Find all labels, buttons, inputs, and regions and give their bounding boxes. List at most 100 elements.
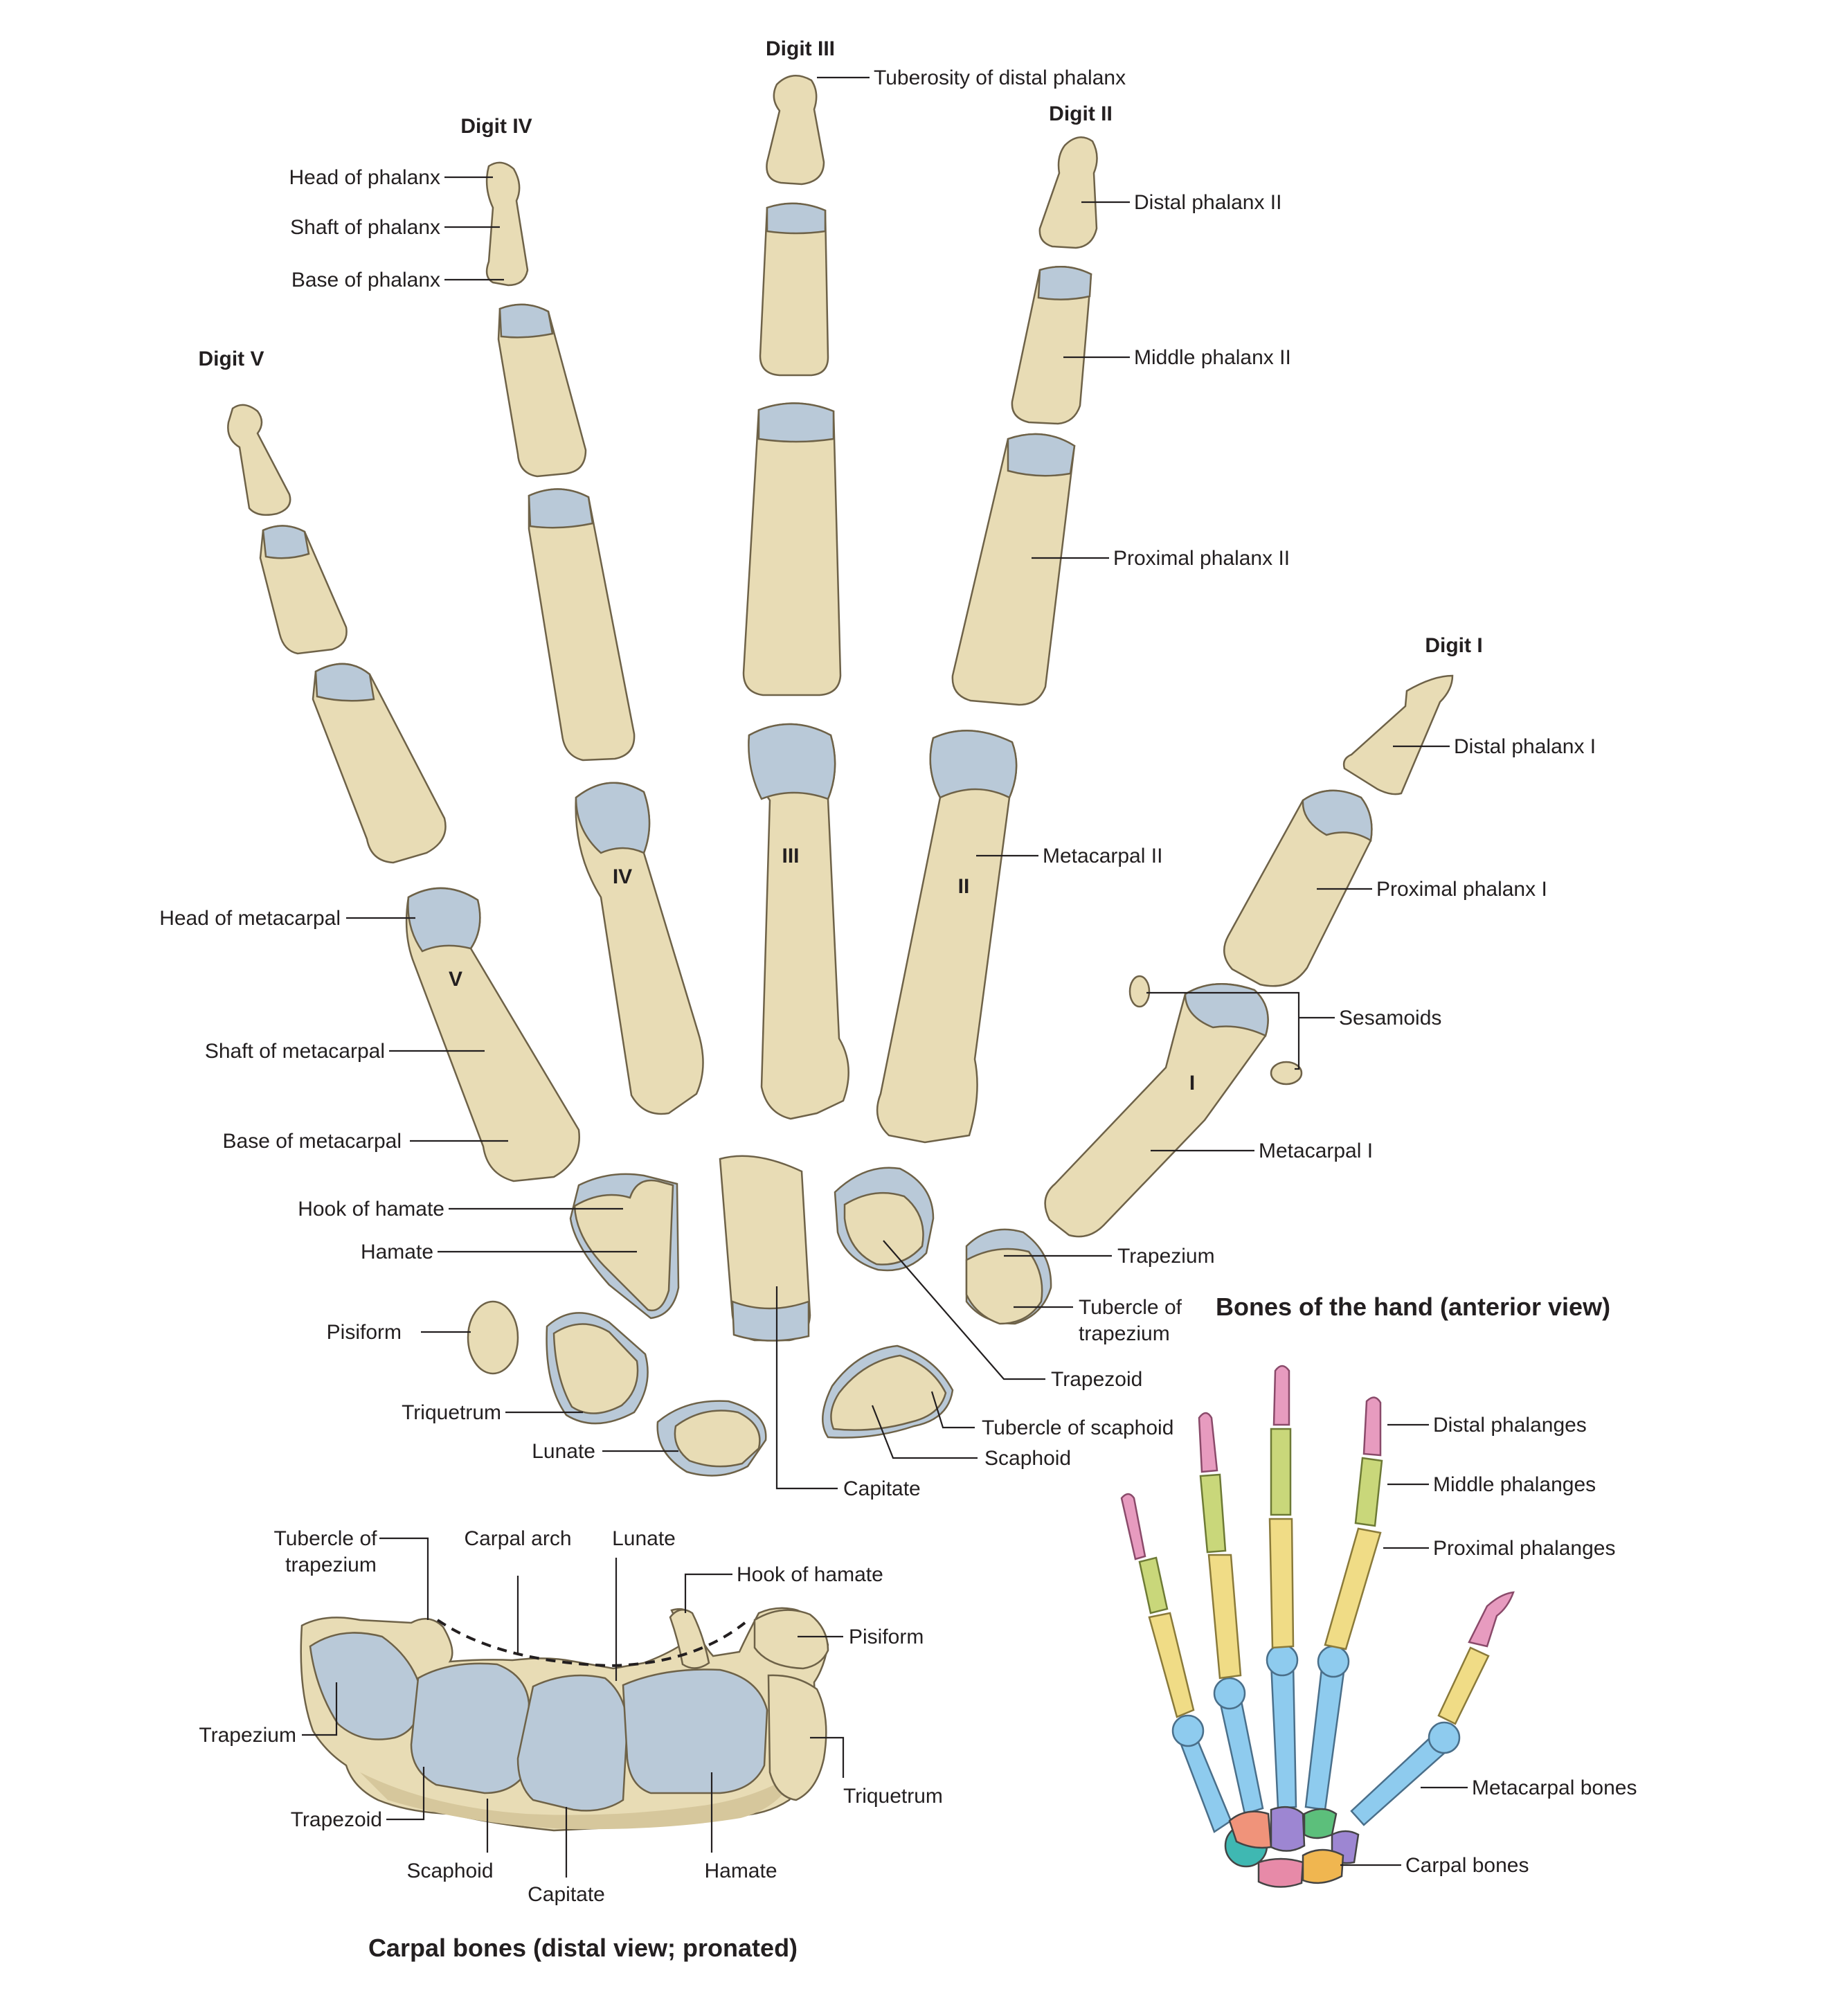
carpal-distal-view-illustration: Tubercle of trapezium Carpal arch Lunate… <box>199 1527 943 1962</box>
carpal-label-scaphoid: Scaphoid <box>406 1860 493 1882</box>
digit-1-heading: Digit I <box>1425 634 1482 657</box>
lunate-bone <box>674 1410 761 1468</box>
carpal-leader-lines <box>302 1537 845 1878</box>
overview-metacarpals <box>1171 1644 1461 1833</box>
digit1-distal-phalanx <box>1342 674 1454 795</box>
label-trapezium: Trapezium <box>1117 1245 1215 1268</box>
label-hamate: Hamate <box>361 1241 433 1263</box>
carpal-triquetrum <box>767 1674 827 1801</box>
digit4-proximal-phalanx <box>528 488 636 762</box>
label-sesamoids: Sesamoids <box>1339 1007 1441 1029</box>
digit-3-bones <box>742 75 849 1120</box>
digit3-distal-phalanx <box>766 75 825 186</box>
metacarpal-2-head-cartilage <box>929 730 1018 799</box>
digit5-middle-phalanx-cartilage <box>262 525 310 559</box>
digit3-proximal-phalanx-cartilage <box>757 402 835 443</box>
label-head-of-metacarpal: Head of metacarpal <box>159 907 341 930</box>
carpal-pisiform <box>753 1609 829 1670</box>
hamate-bone <box>573 1179 674 1312</box>
digit1-proximal-phalanx-cartilage <box>1302 789 1373 843</box>
digit5-proximal-phalanx-cartilage <box>314 663 375 702</box>
label-lunate: Lunate <box>532 1440 595 1463</box>
metacarpal-5-head-cartilage <box>407 887 481 953</box>
label-head-of-phalanx: Head of phalanx <box>289 166 441 189</box>
digit3-middle-phalanx-cartilage <box>766 202 827 235</box>
roman-numeral-V: V <box>449 968 462 991</box>
overview-label-carpal-bones: Carpal bones <box>1405 1854 1529 1877</box>
digit2-middle-phalanx-cartilage <box>1037 266 1092 300</box>
label-shaft-of-metacarpal: Shaft of metacarpal <box>205 1040 385 1063</box>
label-pisiform: Pisiform <box>327 1321 402 1344</box>
metacarpal-1-head-cartilage <box>1184 983 1269 1037</box>
roman-numeral-I: I <box>1189 1072 1195 1095</box>
label-middle-phalanx-II: Middle phalanx II <box>1134 346 1291 369</box>
carpal-label-hamate: Hamate <box>704 1860 777 1882</box>
digit-1-bones <box>1044 674 1454 1238</box>
roman-numeral-II: II <box>958 875 970 898</box>
metacarpal-4-head-cartilage <box>575 782 651 854</box>
carpal-label-pisiform: Pisiform <box>849 1626 924 1648</box>
overview-leader-lines <box>1340 1423 1468 1866</box>
digit-2-bones <box>876 136 1098 1144</box>
label-metacarpal-I: Metacarpal I <box>1259 1140 1373 1162</box>
label-metacarpal-II: Metacarpal II <box>1043 845 1162 867</box>
overview-label-middle-phalanges: Middle phalanges <box>1433 1473 1596 1496</box>
carpal-trapezoid-facet <box>410 1662 530 1794</box>
overview-label-proximal-phalanges: Proximal phalanges <box>1433 1537 1615 1560</box>
overview-carpals <box>1224 1806 1360 1888</box>
digit2-distal-phalanx <box>1038 136 1098 249</box>
digit4-distal-phalanx <box>485 161 529 287</box>
digit-5-heading: Digit V <box>199 348 264 370</box>
label-tuberosity-of-distal-phalanx: Tuberosity of distal phalanx <box>874 66 1126 89</box>
capitate-bone-base <box>731 1300 810 1342</box>
scaphoid-bone <box>830 1354 947 1431</box>
digit3-proximal-phalanx <box>742 402 842 696</box>
trapezoid-bone <box>843 1191 924 1266</box>
carpal-hamate-facet <box>622 1668 768 1794</box>
carpal-label-tubercle-of-trapezium-line2: trapezium <box>285 1554 377 1576</box>
roman-numeral-III: III <box>782 845 799 867</box>
carpal-label-carpal-arch: Carpal arch <box>464 1527 571 1550</box>
digit-2-heading: Digit II <box>1049 102 1113 125</box>
carpal-capitate-facet <box>516 1674 629 1812</box>
carpal-label-trapezoid: Trapezoid <box>291 1808 382 1831</box>
sesamoid-bone-1 <box>1128 975 1151 1008</box>
pisiform-bone <box>467 1300 519 1375</box>
label-tubercle-of-trapezium-line1: Tubercle of <box>1079 1296 1182 1319</box>
digit-4-bones <box>485 161 704 1115</box>
label-base-of-phalanx: Base of phalanx <box>291 269 440 291</box>
digit-3-heading: Digit III <box>766 37 835 60</box>
sesamoid-bone-2 <box>1270 1061 1303 1086</box>
carpal-label-capitate: Capitate <box>528 1883 605 1906</box>
label-base-of-metacarpal: Base of metacarpal <box>223 1130 402 1153</box>
carpal-underside-shade <box>360 1772 796 1830</box>
label-shaft-of-phalanx: Shaft of phalanx <box>290 216 440 239</box>
label-hook-of-hamate: Hook of hamate <box>298 1198 444 1221</box>
label-distal-phalanx-I: Distal phalanx I <box>1454 735 1596 758</box>
roman-numeral-IV: IV <box>613 865 632 888</box>
label-proximal-phalanx-I: Proximal phalanx I <box>1376 878 1547 901</box>
label-trapezoid: Trapezoid <box>1051 1368 1142 1391</box>
label-scaphoid: Scaphoid <box>984 1447 1071 1470</box>
carpal-label-lunate: Lunate <box>612 1527 676 1550</box>
overview-distal-phalanges <box>1120 1365 1515 1648</box>
digit4-middle-phalanx-cartilage <box>498 303 554 339</box>
metacarpal-3-head-cartilage <box>748 723 836 800</box>
label-tubercle-of-scaphoid: Tubercle of scaphoid <box>982 1416 1173 1439</box>
trapezium-bone <box>965 1248 1043 1325</box>
label-distal-phalanx-II: Distal phalanx II <box>1134 191 1281 214</box>
carpal-label-triquetrum: Triquetrum <box>843 1785 943 1808</box>
main-hand-illustration: V IV III II I Digit III Digit IV Digit I… <box>159 37 1610 1500</box>
digit-5-bones <box>227 404 580 1182</box>
main-leader-lines <box>346 76 1450 1490</box>
label-proximal-phalanx-II: Proximal phalanx II <box>1113 547 1290 570</box>
digit5-distal-phalanx <box>227 404 291 516</box>
carpal-hook-of-hamate <box>669 1608 710 1669</box>
overview-proximal-phalanges <box>1148 1518 1490 1725</box>
overview-middle-phalanges <box>1138 1428 1383 1614</box>
overview-label-metacarpal-bones: Metacarpal bones <box>1472 1776 1637 1799</box>
carpal-label-trapezium: Trapezium <box>199 1724 296 1747</box>
label-triquetrum: Triquetrum <box>402 1401 501 1424</box>
title-bones-of-the-hand: Bones of the hand (anterior view) <box>1216 1293 1610 1321</box>
